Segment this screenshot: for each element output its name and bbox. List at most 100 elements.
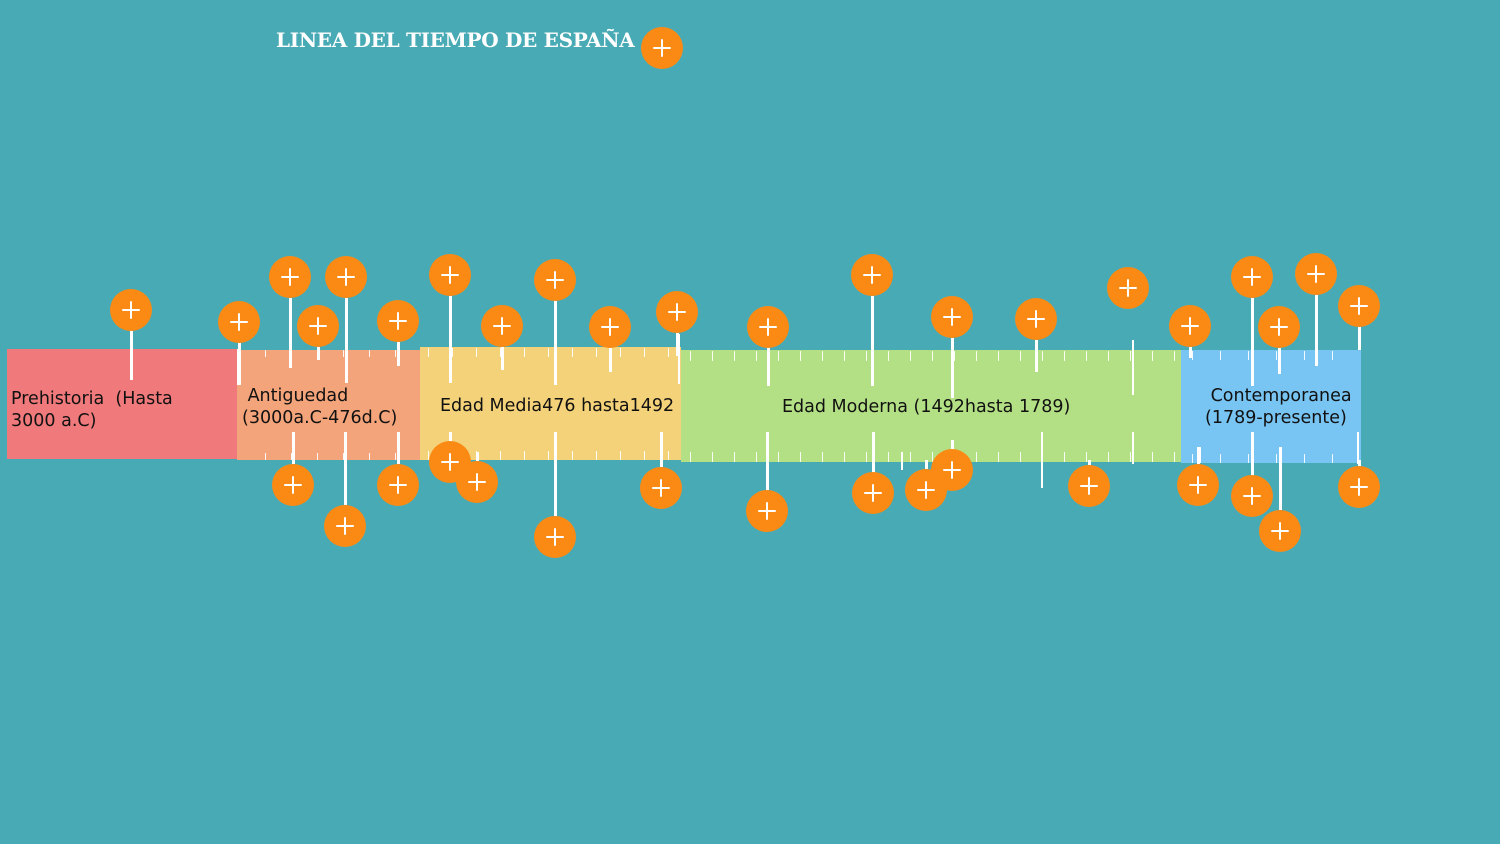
bar-divider xyxy=(1199,447,1201,463)
segment-label-prehistoria: Prehistoria (Hasta 3000 a.C) xyxy=(11,389,173,431)
timeline-add-marker-button[interactable] xyxy=(1169,305,1211,347)
plus-icon xyxy=(1068,465,1110,507)
timeline-add-marker-button[interactable] xyxy=(272,464,314,506)
timeline-add-marker-button[interactable] xyxy=(324,505,366,547)
bar-tick xyxy=(369,453,370,460)
timeline-add-marker-button[interactable] xyxy=(1177,464,1219,506)
bar-tick xyxy=(524,348,525,357)
timeline-add-marker-button[interactable] xyxy=(377,464,419,506)
marker-stem xyxy=(1034,340,1038,372)
bar-tick xyxy=(712,452,713,462)
plus-icon xyxy=(297,305,339,347)
plus-icon xyxy=(1338,285,1380,327)
marker-stem xyxy=(675,333,679,356)
plus-icon xyxy=(905,469,947,511)
timeline-add-marker-button[interactable] xyxy=(640,467,682,509)
plus-icon xyxy=(851,254,893,296)
bar-tick xyxy=(1276,454,1277,463)
timeline-add-marker-button[interactable] xyxy=(269,256,311,298)
timeline-add-marker-button[interactable] xyxy=(1295,253,1337,295)
timeline-add-marker-button[interactable] xyxy=(746,490,788,532)
timeline-add-marker-button[interactable] xyxy=(218,301,260,343)
timeline-add-marker-button[interactable] xyxy=(1259,510,1301,552)
plus-icon xyxy=(429,441,471,483)
plus-icon xyxy=(852,472,894,514)
bar-tick xyxy=(1192,454,1193,463)
timeline-add-marker-button[interactable] xyxy=(429,441,471,483)
bar-tick xyxy=(1152,452,1153,462)
timeline-add-marker-button[interactable] xyxy=(481,305,523,347)
plus-icon xyxy=(481,305,523,347)
timeline-add-marker-button[interactable] xyxy=(589,306,631,348)
plus-icon xyxy=(377,300,419,342)
timeline-add-marker-button[interactable] xyxy=(1338,466,1380,508)
bar-tick xyxy=(596,348,597,357)
bar-tick xyxy=(291,350,292,357)
bar-tick xyxy=(1304,351,1305,360)
plus-icon xyxy=(1107,267,1149,309)
bar-tick xyxy=(500,451,501,460)
timeline-add-marker-button[interactable] xyxy=(1015,298,1057,340)
plus-icon xyxy=(1338,466,1380,508)
bar-tick xyxy=(998,452,999,462)
bar-tick xyxy=(317,453,318,460)
segment-label-edad-media: Edad Media476 hasta1492 xyxy=(440,396,675,416)
timeline-add-marker-button[interactable] xyxy=(534,516,576,558)
marker-stem xyxy=(448,296,452,383)
marker-stem xyxy=(343,432,347,505)
marker-stem xyxy=(237,343,241,385)
timeline-add-marker-button[interactable] xyxy=(931,449,973,491)
timeline-add-marker-button[interactable] xyxy=(1231,256,1273,298)
bar-tick xyxy=(1304,454,1305,463)
timeline-add-marker-button[interactable] xyxy=(377,300,419,342)
marker-stem xyxy=(396,342,400,366)
timeline-add-marker-button[interactable] xyxy=(747,306,789,348)
marker-stem xyxy=(1250,298,1254,386)
timeline-add-marker-button[interactable] xyxy=(110,289,152,331)
plus-icon xyxy=(269,256,311,298)
marker-stem xyxy=(871,432,875,493)
timeline-add-marker-button[interactable] xyxy=(534,259,576,301)
bar-tick xyxy=(712,351,713,361)
bar-tick xyxy=(976,351,977,361)
marker-stem xyxy=(608,348,612,372)
marker-stem xyxy=(316,347,320,360)
bar-tick xyxy=(932,351,933,361)
plus-icon xyxy=(747,306,789,348)
plus-icon xyxy=(1259,510,1301,552)
timeline-add-marker-button[interactable] xyxy=(656,291,698,333)
timeline-add-marker-button[interactable] xyxy=(429,254,471,296)
timeline-add-marker-button[interactable] xyxy=(297,305,339,347)
timeline-add-marker-button[interactable] xyxy=(1258,306,1300,348)
bar-tick xyxy=(822,452,823,462)
marker-stem xyxy=(1277,348,1281,374)
segment-prehistoria xyxy=(7,349,237,459)
bar-tick xyxy=(690,351,691,361)
marker-stem xyxy=(765,432,769,490)
timeline-add-marker-button[interactable] xyxy=(931,296,973,338)
bar-tick xyxy=(1130,452,1131,462)
bar-tick xyxy=(800,452,801,462)
plus-icon xyxy=(1231,475,1273,517)
bar-tick xyxy=(452,348,453,357)
bar-tick xyxy=(1248,454,1249,463)
title-add-button[interactable] xyxy=(641,27,683,69)
bar-divider xyxy=(1041,432,1043,488)
timeline-add-marker-button[interactable] xyxy=(851,254,893,296)
timeline-add-marker-button[interactable] xyxy=(1068,465,1110,507)
plus-icon xyxy=(218,301,260,343)
bar-tick xyxy=(1192,351,1193,360)
timeline-add-marker-button[interactable] xyxy=(1107,267,1149,309)
bar-tick xyxy=(1108,351,1109,361)
bar-tick xyxy=(668,348,669,357)
timeline-add-marker-button[interactable] xyxy=(1231,475,1273,517)
timeline-add-marker-button[interactable] xyxy=(1338,285,1380,327)
bar-tick xyxy=(265,350,266,357)
bar-tick xyxy=(910,452,911,462)
bar-tick xyxy=(866,351,867,361)
bar-tick xyxy=(1152,351,1153,361)
timeline-add-marker-button[interactable] xyxy=(325,256,367,298)
bar-tick xyxy=(756,351,757,361)
timeline-add-marker-button[interactable] xyxy=(852,472,894,514)
bar-tick xyxy=(428,348,429,357)
